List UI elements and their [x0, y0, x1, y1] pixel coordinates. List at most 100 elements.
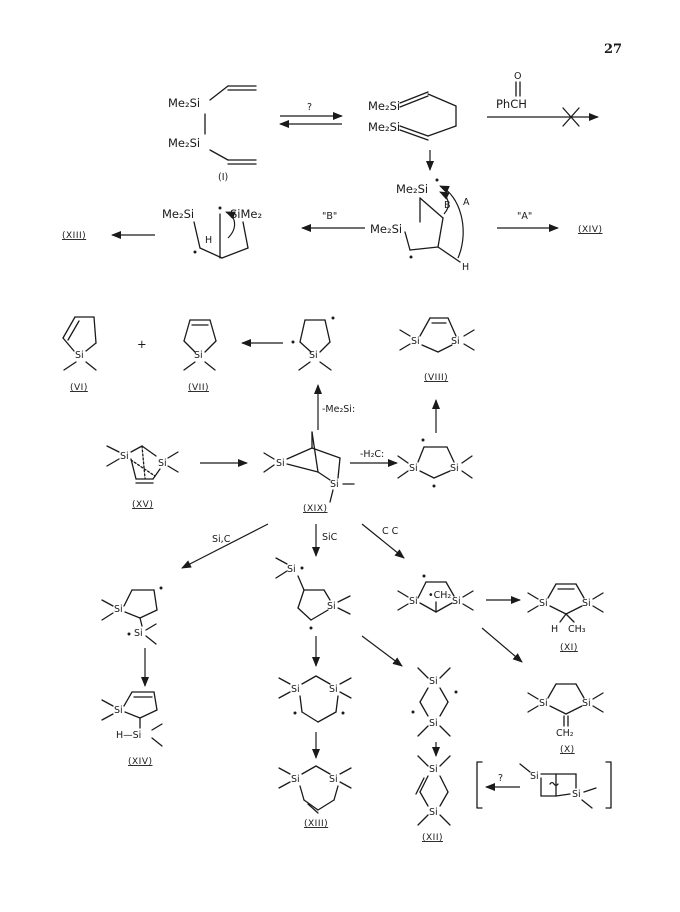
question-label: ?: [498, 773, 503, 784]
product-ref-XIII: (XIII): [62, 231, 86, 241]
silicon-atom: Si: [530, 771, 539, 782]
path-A-label: "A": [517, 211, 532, 222]
cc-label: C C: [382, 526, 399, 537]
silicon-atom: Si: [429, 807, 438, 818]
me2si-label: Me₂Si: [370, 222, 402, 236]
hydrogen-label: H: [205, 235, 212, 246]
hydrogen-label: H: [462, 262, 469, 273]
silicon-atom: Si: [429, 718, 438, 729]
compound-VI: Si (VI): [62, 316, 97, 393]
carbonyl-oxygen: O: [514, 71, 521, 82]
diradical-silacyclopentane: Si: [291, 316, 335, 371]
silylmethyl-silacyclopentane-radical: Si Si: [275, 557, 351, 630]
silicon-atom: Si: [158, 458, 167, 469]
compound-XV: Si Si (XV): [106, 445, 179, 510]
silicon-atom: Si: [194, 350, 203, 361]
benzaldehyde-label: PhCH: [496, 97, 527, 111]
compound-label-VII: (VII): [188, 383, 209, 393]
silicon-atom: Si: [114, 604, 123, 615]
methylene-radical-intermediate: Si Si •CH₂: [397, 574, 474, 613]
compound-label-VIII: (VIII): [424, 373, 448, 383]
me2si-label: Me₂Si: [368, 120, 400, 134]
compound-XIII: Si Si (XIII): [278, 765, 352, 829]
silicon-atom: Si: [582, 698, 591, 709]
product-ref-XIV: (XIV): [578, 225, 603, 235]
silicon-atom: Si: [329, 684, 338, 695]
sic-left-label: Si,C: [212, 534, 231, 545]
me2si-label: Me₂Si: [396, 182, 428, 196]
compound-X: Si Si CH₂ (X): [527, 683, 604, 755]
silicon-atom: Si: [309, 350, 318, 361]
compound-label-XIII: (XIII): [304, 819, 328, 829]
me2si-label: Me₂Si: [168, 96, 200, 110]
compound-label-XI: (XI): [560, 643, 578, 653]
silicon-atom: Si: [539, 698, 548, 709]
silicon-atom: Si: [429, 764, 438, 775]
silicon-atom: Si: [451, 336, 460, 347]
compound-label-XII: (XII): [422, 833, 443, 843]
bracketed-bicyclobutane: ? Si Si: [476, 761, 612, 809]
h-si-group: H—Si: [116, 730, 141, 741]
silicon-atom: Si: [330, 479, 339, 490]
compound-VIII: Si Si (VIII): [399, 317, 475, 383]
disilacyclopentane-diradical: Si Si: [397, 438, 473, 488]
sime2-label: SiMe₂: [230, 207, 262, 221]
silicon-atom: Si: [291, 684, 300, 695]
methylene-radical-label: •CH₂: [428, 590, 451, 601]
me2si-label: Me₂Si: [162, 207, 194, 221]
silicon-atom: Si: [75, 350, 84, 361]
silicon-atom: Si: [409, 596, 418, 607]
methyl-label: CH₃: [568, 624, 586, 635]
methylene-label: CH₂: [556, 728, 574, 739]
page-number: 27: [604, 42, 622, 57]
intermediate-disilene: Me₂Si Me₂Si: [368, 91, 457, 141]
compound-label-XV: (XV): [132, 500, 153, 510]
silicon-atom: Si: [572, 789, 581, 800]
compound-label-XIV: (XIV): [128, 757, 153, 767]
compound-label-X: (X): [560, 745, 575, 755]
silicon-atom: Si: [287, 564, 296, 575]
compound-label-VI: (VI): [70, 383, 88, 393]
question-label: ?: [307, 102, 312, 113]
path-label-A: A: [463, 197, 470, 208]
to-1-4-ring-arrow: [361, 635, 403, 667]
compound-VII: Si (VII): [183, 319, 217, 393]
silyl-silacyclopentane-radical: Si Si: [101, 586, 163, 645]
to-X-arrow: [481, 627, 523, 663]
bicyclic-cage: Me₂Si SiMe₂ H: [162, 206, 262, 259]
silicon-atom: Si: [327, 601, 336, 612]
compound-label-XIX: (XIX): [303, 504, 328, 514]
silicon-atom: Si: [291, 774, 300, 785]
plus-sign: +: [137, 337, 147, 351]
path-B-label: "B": [322, 211, 337, 222]
compound-XIV: Si H—Si (XIV): [101, 691, 163, 767]
silicon-atom: Si: [411, 336, 420, 347]
disilacyclohexane-1-4-diradical: Si Si: [411, 667, 458, 737]
me2si-label: Me₂Si: [368, 99, 400, 113]
sic-left-arrow: [181, 523, 269, 569]
me2si-label: Me₂Si: [168, 136, 200, 150]
hydrogen-label: H: [551, 624, 558, 635]
path-label-B: B: [444, 200, 451, 211]
silicon-atom: Si: [114, 705, 123, 716]
compound-I: Me₂Si Me₂Si (I): [168, 85, 257, 183]
disilacyclohexane-diradical: Si Si: [278, 675, 352, 723]
silicon-atom: Si: [452, 596, 461, 607]
silicon-atom: Si: [276, 458, 285, 469]
me2si-loss-label: -Me₂Si:: [322, 404, 355, 415]
silicon-atom: Si: [450, 463, 459, 474]
compound-label-I: (I): [218, 172, 228, 183]
silicon-atom: Si: [409, 463, 418, 474]
sic-mid-label: SiC: [322, 532, 338, 543]
cc-arrow: [361, 523, 405, 559]
compound-XIX: Si Si (XIX): [263, 431, 355, 514]
silicon-atom: Si: [582, 598, 591, 609]
silicon-atom: Si: [429, 676, 438, 687]
silicon-atom: Si: [539, 598, 548, 609]
compound-XII: Si Si (XII): [415, 755, 451, 843]
biradical-intermediate: Me₂Si Me₂Si H B A: [370, 178, 470, 273]
h2c-loss-label: -H₂C:: [360, 449, 384, 460]
silicon-atom: Si: [134, 628, 143, 639]
silicon-atom: Si: [329, 774, 338, 785]
